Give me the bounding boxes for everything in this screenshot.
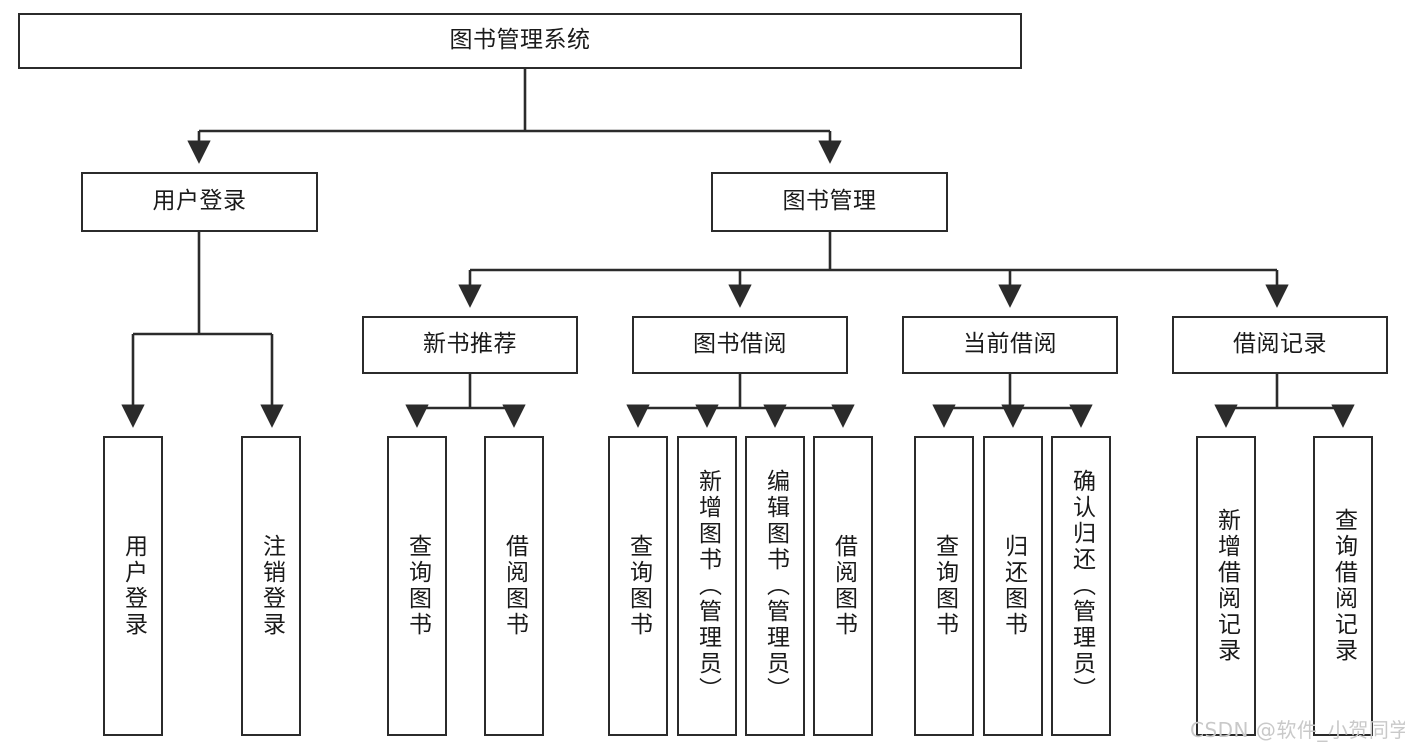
leaf-node[interactable]: 查询图书: [387, 436, 447, 736]
leaf-node[interactable]: 借阅图书: [813, 436, 873, 736]
node-user-login[interactable]: 用户登录: [81, 172, 318, 232]
leaf-node[interactable]: 借阅图书: [484, 436, 544, 736]
edge-root-bus: [187, 69, 842, 164]
leaf-node-label: 新增借阅记录: [1213, 508, 1240, 664]
leaf-node-label: 查询图书: [625, 534, 652, 638]
leaf-node[interactable]: 确认归还（管理员）: [1051, 436, 1111, 736]
edge-new-book-bus: [405, 374, 526, 428]
leaf-node-label: 用户登录: [120, 534, 147, 638]
node-new-book-recommend-label: 新书推荐: [423, 331, 517, 358]
leaf-node-label: 新增图书（管理员）: [694, 469, 721, 703]
leaf-node-label: 查询图书: [404, 534, 431, 638]
leaf-node[interactable]: 用户登录: [103, 436, 163, 736]
leaf-node-label: 借阅图书: [501, 534, 528, 638]
edge-borrow-bus: [626, 374, 855, 428]
csdn-watermark: CSDN @软件_小贺同学: [1190, 718, 1405, 742]
node-borrow-records-label: 借阅记录: [1233, 331, 1327, 358]
node-current-borrow-label: 当前借阅: [963, 331, 1057, 358]
leaf-node[interactable]: 查询图书: [914, 436, 974, 736]
leaf-node[interactable]: 查询图书: [608, 436, 668, 736]
leaf-node-label: 注销登录: [258, 534, 285, 638]
leaf-node[interactable]: 注销登录: [241, 436, 301, 736]
node-book-borrow-label: 图书借阅: [693, 331, 787, 358]
leaf-node-label: 归还图书: [1000, 534, 1027, 638]
leaf-node-label: 查询图书: [931, 534, 958, 638]
edge-book-mgmt-bus: [458, 232, 1289, 308]
node-new-book-recommend[interactable]: 新书推荐: [362, 316, 578, 374]
leaf-node-label: 查询借阅记录: [1330, 508, 1357, 664]
leaf-node-label: 借阅图书: [830, 534, 857, 638]
edge-current-borrow-bus: [932, 374, 1093, 428]
leaf-node[interactable]: 查询借阅记录: [1313, 436, 1373, 736]
node-root-label: 图书管理系统: [449, 27, 591, 54]
node-user-login-label: 用户登录: [152, 188, 247, 215]
leaf-node[interactable]: 新增图书（管理员）: [677, 436, 737, 736]
leaf-node-label: 编辑图书（管理员）: [762, 469, 789, 703]
node-book-borrow[interactable]: 图书借阅: [632, 316, 848, 374]
node-root[interactable]: 图书管理系统: [18, 13, 1022, 69]
leaf-node[interactable]: 新增借阅记录: [1196, 436, 1256, 736]
edge-records-bus: [1214, 374, 1355, 428]
leaf-node[interactable]: 编辑图书（管理员）: [745, 436, 805, 736]
node-borrow-records[interactable]: 借阅记录: [1172, 316, 1388, 374]
edge-user-login-bus: [121, 232, 284, 428]
node-book-management[interactable]: 图书管理: [711, 172, 948, 232]
leaf-node-label: 确认归还（管理员）: [1068, 469, 1095, 703]
leaf-node[interactable]: 归还图书: [983, 436, 1043, 736]
node-book-management-label: 图书管理: [782, 188, 877, 215]
node-current-borrow[interactable]: 当前借阅: [902, 316, 1118, 374]
